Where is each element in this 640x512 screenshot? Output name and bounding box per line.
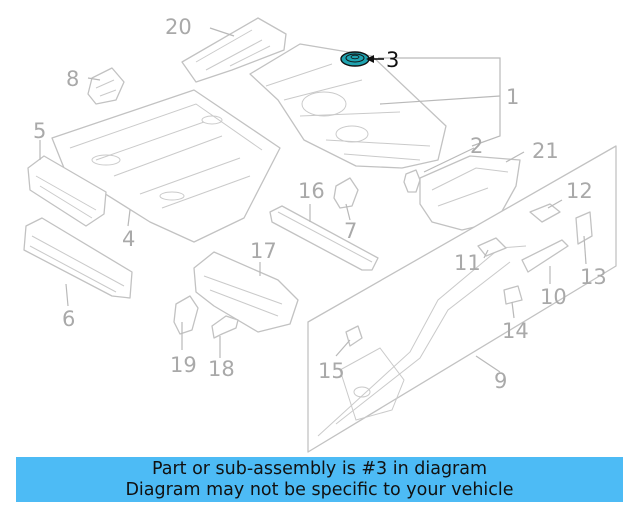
callout-21: 21 xyxy=(532,139,559,163)
callout-13: 13 xyxy=(580,265,607,289)
part-4-front-floor xyxy=(51,89,281,243)
callout-6: 6 xyxy=(62,307,75,331)
callout-5: 5 xyxy=(33,119,46,143)
part-2-bolt xyxy=(403,169,421,193)
part-10-rail xyxy=(521,239,569,273)
callout-19: 19 xyxy=(170,353,197,377)
callout-11: 11 xyxy=(454,251,481,275)
callout-14: 14 xyxy=(502,319,529,343)
callout-7: 7 xyxy=(344,219,357,243)
part-16-rail xyxy=(269,205,379,271)
banner-line-2: Diagram may not be specific to your vehi… xyxy=(125,480,514,500)
leader-lines xyxy=(39,27,587,373)
callout-16: 16 xyxy=(298,179,325,203)
part-7-clip xyxy=(333,177,359,209)
part-3-arrowhead xyxy=(366,55,374,63)
callout-12: 12 xyxy=(566,179,593,203)
callout-9: 9 xyxy=(494,369,507,393)
part-12-bracket xyxy=(529,203,561,223)
callout-17: 17 xyxy=(250,239,277,263)
part-20-panel xyxy=(181,17,287,83)
callout-18: 18 xyxy=(208,357,235,381)
part-19-bracket xyxy=(173,295,199,335)
callout-20: 20 xyxy=(165,15,192,39)
callout-4: 4 xyxy=(122,227,135,251)
part-8-bracket xyxy=(87,67,125,105)
part-9-frame xyxy=(307,145,617,453)
callout-3: 3 xyxy=(386,48,399,72)
parts-diagram: 20 8 5 4 6 3 1 2 21 16 7 17 19 18 15 11 … xyxy=(23,15,617,453)
part-11-clip xyxy=(477,237,507,257)
part-14-bracket xyxy=(503,285,523,305)
part-6-sill xyxy=(23,217,133,299)
part-18-hook xyxy=(211,315,239,339)
part-5-side-member xyxy=(27,155,107,227)
part-13-bracket xyxy=(575,211,593,245)
part-17-cross-member xyxy=(193,251,299,333)
callout-1: 1 xyxy=(506,85,519,109)
callout-15: 15 xyxy=(318,359,345,383)
part-3-plug xyxy=(340,51,370,67)
banner-line-1: Part or sub-assembly is #3 in diagram xyxy=(151,459,488,479)
info-banner: Part or sub-assembly is #3 in diagram Di… xyxy=(16,457,623,502)
callout-8: 8 xyxy=(66,67,79,91)
callout-10: 10 xyxy=(540,285,567,309)
callout-2: 2 xyxy=(470,134,483,158)
part-1-rear-floor xyxy=(249,43,447,169)
